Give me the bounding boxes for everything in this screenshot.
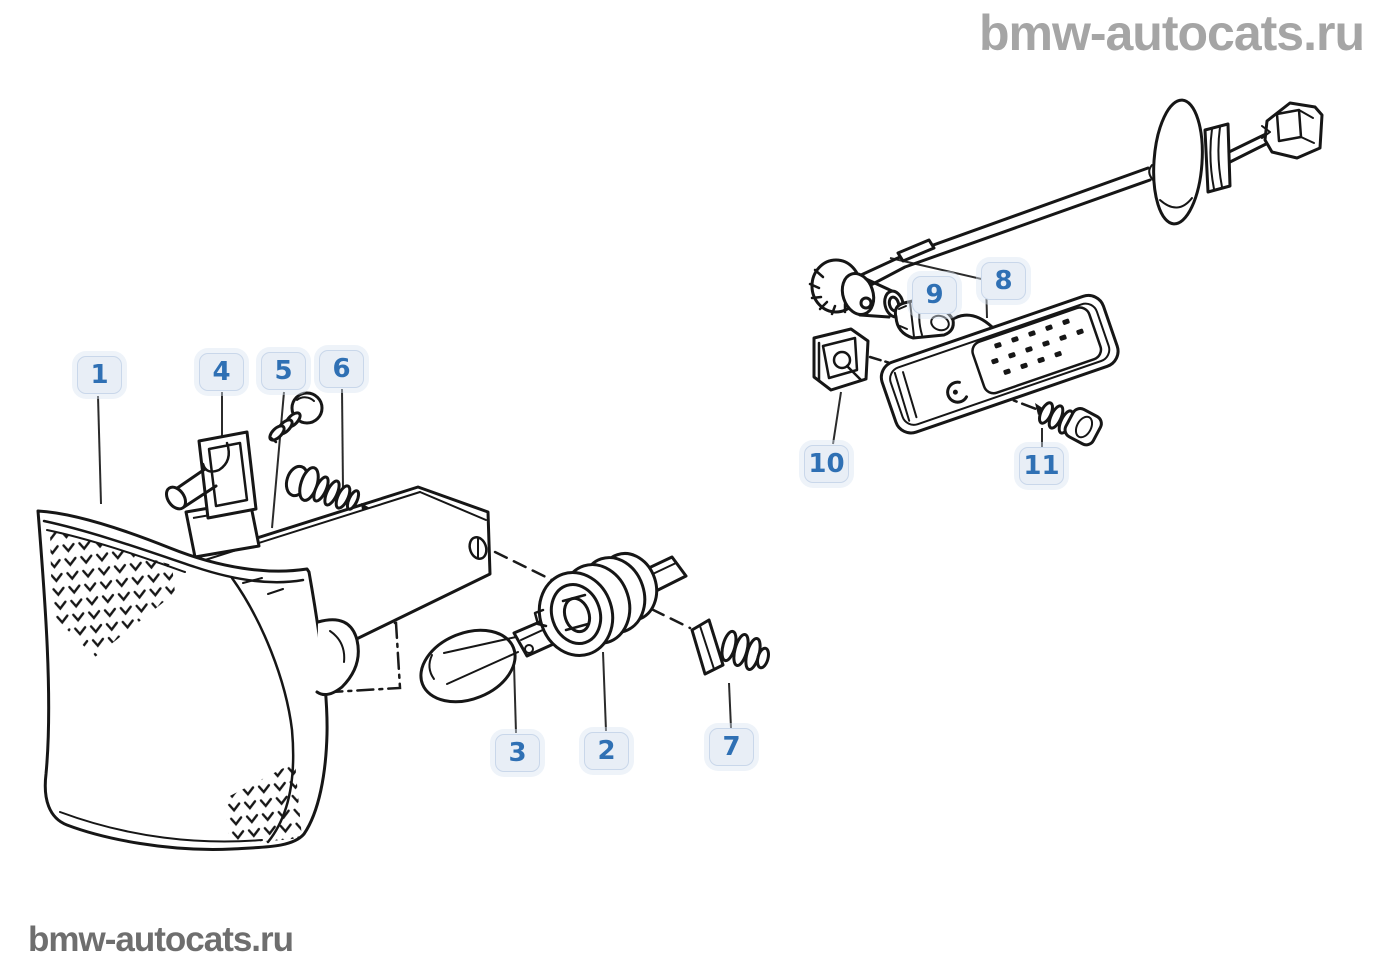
part-label-3[interactable]: 3	[495, 734, 540, 772]
part-label-1[interactable]: 1	[77, 356, 122, 394]
site-watermark-top-right: bmw-autocats.ru	[978, 5, 1365, 61]
part-label-2[interactable]: 2	[584, 732, 629, 770]
part-label-1-number: 1	[90, 360, 109, 390]
part-11-screw-drawing	[1035, 401, 1103, 447]
side-marker-lamp-drawing	[879, 293, 1120, 435]
part-label-7[interactable]: 7	[709, 728, 754, 766]
part-1-turn-signal-housing-drawing	[36, 509, 329, 851]
part-10-socket-clip-drawing	[812, 327, 870, 392]
part-7-socket-screw-drawing	[690, 618, 770, 676]
part-6-screw-drawing	[284, 464, 370, 511]
housing-foot-drawing	[315, 618, 360, 697]
part-label-6[interactable]: 6	[319, 350, 364, 388]
part-8-wiring-harness-drawing	[808, 98, 1324, 319]
part-label-9[interactable]: 9	[912, 276, 957, 314]
part-label-11[interactable]: 11	[1019, 447, 1064, 485]
part-label-4-number: 4	[212, 357, 231, 387]
leader-lines	[97, 257, 1043, 734]
part-2-bulb-socket-drawing	[533, 552, 688, 657]
part-label-6-number: 6	[332, 354, 351, 384]
part-label-3-number: 3	[508, 738, 527, 768]
part-label-8-number: 8	[994, 266, 1013, 296]
part-label-7-number: 7	[722, 732, 741, 762]
part-4-clip-nut-drawing	[164, 430, 258, 520]
part-label-5-number: 5	[274, 356, 293, 386]
part-label-10-number: 10	[808, 449, 845, 479]
part-label-2-number: 2	[597, 736, 616, 766]
part-label-10[interactable]: 10	[804, 445, 849, 483]
part-label-11-number: 11	[1023, 451, 1060, 481]
site-watermark-bottom-left: bmw-autocats.ru	[28, 920, 294, 959]
part-label-9-number: 9	[925, 280, 944, 310]
part-label-5[interactable]: 5	[261, 352, 306, 390]
part-label-4[interactable]: 4	[199, 353, 244, 391]
part-5-screw-drawing	[268, 391, 324, 444]
part-label-8[interactable]: 8	[981, 262, 1026, 300]
